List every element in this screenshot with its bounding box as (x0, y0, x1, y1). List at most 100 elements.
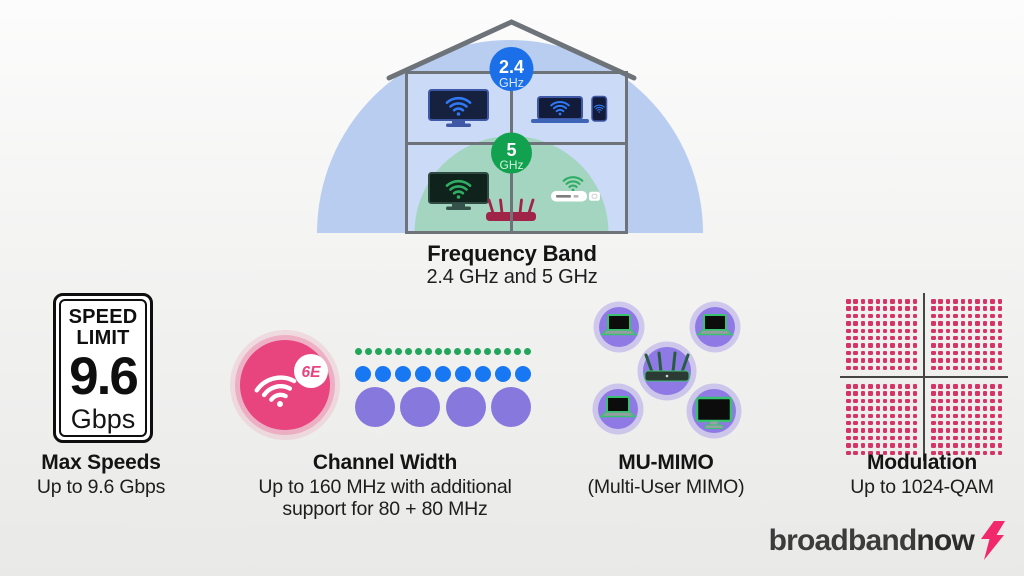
qam-dot (931, 413, 936, 419)
qam-dot (945, 321, 951, 326)
qam-dot (853, 420, 858, 426)
channel-dot (504, 348, 512, 355)
qam-dot (890, 420, 895, 426)
qam-dot (905, 435, 910, 441)
channel-dot (435, 366, 451, 382)
qam-dot (990, 365, 995, 371)
modulation-title: Modulation (867, 451, 977, 474)
qam-dot (975, 328, 980, 334)
qam-dot (982, 358, 988, 363)
qam-dot (905, 413, 910, 419)
qam-dot (967, 428, 973, 433)
qam-dot (882, 313, 888, 319)
qam-dot (960, 350, 966, 356)
qam-dot (897, 413, 903, 419)
qam-dot (853, 450, 858, 456)
qam-dot (967, 299, 973, 304)
qam-dot (931, 435, 936, 441)
qam-dot (912, 420, 918, 426)
qam-dot (882, 391, 888, 396)
qam-dot (905, 328, 910, 334)
channel-dot (494, 348, 502, 355)
qam-dot (897, 384, 903, 389)
qam-dot (975, 335, 980, 341)
qam-dot (890, 306, 895, 311)
qam-dot (853, 398, 858, 404)
mu-mimo-subtitle: (Multi-User MIMO) (587, 476, 745, 498)
qam-dot (912, 398, 918, 404)
qam-dot (882, 358, 888, 363)
qam-dot (938, 435, 943, 441)
qam-dot (890, 450, 895, 456)
qam-dot (967, 365, 973, 371)
qam-dot (875, 321, 881, 326)
qam-dot (945, 335, 951, 341)
qam-dot (960, 398, 966, 404)
qam-dot (975, 313, 980, 319)
qam-dot (912, 335, 918, 341)
qam-dot (912, 450, 918, 456)
qam-dot (997, 435, 1003, 441)
qam-dot (853, 299, 858, 304)
qam-dot (890, 435, 895, 441)
qam-dot (953, 406, 958, 411)
qam-dot (975, 443, 980, 448)
qam-dot (931, 384, 936, 389)
qam-dot (912, 343, 918, 348)
qam-dot (897, 306, 903, 311)
qam-dot (912, 435, 918, 441)
qam-dot (953, 313, 958, 319)
channel-dot (474, 348, 482, 355)
qam-dot (875, 299, 881, 304)
qam-dot (982, 343, 988, 348)
qam-dot (953, 299, 958, 304)
qam-dot (960, 335, 966, 341)
qam-dot (897, 391, 903, 396)
qam-dot (938, 450, 943, 456)
qam-dot (875, 428, 881, 433)
qam-dot (882, 365, 888, 371)
qam-dot (853, 321, 858, 326)
qam-dot (897, 450, 903, 456)
qam-dot (997, 391, 1003, 396)
qam-dot (960, 406, 966, 411)
channel-dot (355, 387, 395, 427)
qam-dot (868, 328, 873, 334)
qam-dot (897, 358, 903, 363)
badge-5ghz-value: 5 (506, 140, 516, 160)
qam-dot (982, 435, 988, 441)
qam-dot (990, 358, 995, 363)
qam-dot (882, 328, 888, 334)
qam-dot (982, 450, 988, 456)
qam-dot (868, 365, 873, 371)
qam-dot (990, 343, 995, 348)
mu-mimo-graphic (592, 301, 742, 439)
qam-dot (975, 343, 980, 348)
qam-dot (882, 398, 888, 404)
qam-dot (912, 428, 918, 433)
qam-dot (846, 435, 851, 441)
qam-dot (890, 428, 895, 433)
qam-dot (875, 413, 881, 419)
qam-dot (997, 335, 1003, 341)
qam-dot (990, 420, 995, 426)
qam-dot (997, 328, 1003, 334)
qam-dot (953, 428, 958, 433)
channel-dot (484, 348, 492, 355)
qam-dot (897, 350, 903, 356)
channel-width-dot-row (355, 366, 531, 382)
qam-dot (890, 406, 895, 411)
qam-dot (890, 299, 895, 304)
max-speeds-subtitle: Up to 9.6 Gbps (36, 476, 166, 498)
qam-dot (905, 350, 910, 356)
qam-dot (868, 306, 873, 311)
qam-dot (938, 406, 943, 411)
qam-dot (938, 420, 943, 426)
qam-dot (882, 335, 888, 341)
qam-dot (931, 343, 936, 348)
qam-dot (975, 350, 980, 356)
qam-dot (945, 443, 951, 448)
qam-dot (982, 335, 988, 341)
